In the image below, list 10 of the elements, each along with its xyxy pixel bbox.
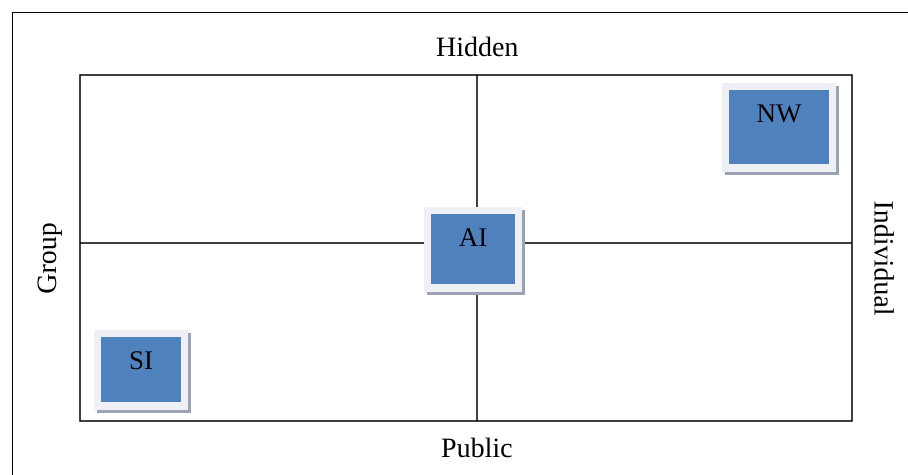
axis-label: Hidden: [436, 32, 518, 64]
marker-label: SI: [128, 345, 153, 375]
quadrant-marker-box: [722, 83, 836, 172]
marker-label: AI: [458, 222, 488, 252]
axis-label: Group: [32, 222, 64, 294]
axis-label: Public: [441, 433, 513, 465]
quadrant-marker-box: [424, 207, 522, 292]
marker-label: NW: [756, 98, 802, 128]
quadrant-marker-box: [94, 330, 188, 410]
axis-label: Individual: [866, 200, 898, 316]
